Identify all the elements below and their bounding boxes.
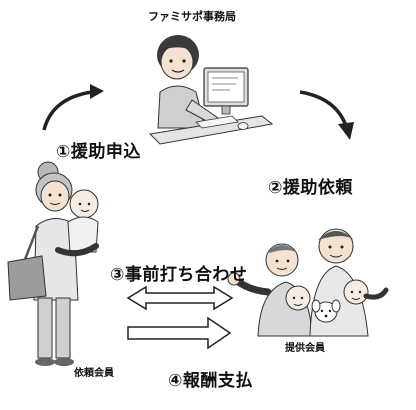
office-worker-illustration: [148, 35, 274, 145]
arrow-payment: [127, 316, 232, 350]
arrow-request-curve: [299, 90, 354, 140]
office-label: ファミサポ事務局: [148, 10, 236, 23]
step-payment-label: ④報酬支払: [168, 371, 253, 391]
provider-member-label: 提供会員: [285, 343, 325, 354]
step-apply-label: ①援助申込: [56, 142, 141, 162]
provider-member-illustration: [227, 228, 389, 337]
arrow-apply-curve: [42, 84, 104, 131]
client-member-illustration: [7, 161, 99, 366]
step-consultation-label: ③事前打ち合わせ: [110, 265, 248, 285]
arrow-consultation-double: [126, 285, 234, 311]
step-request-label: ②援助依頼: [268, 178, 353, 198]
client-member-label: 依頼会員: [74, 368, 114, 379]
